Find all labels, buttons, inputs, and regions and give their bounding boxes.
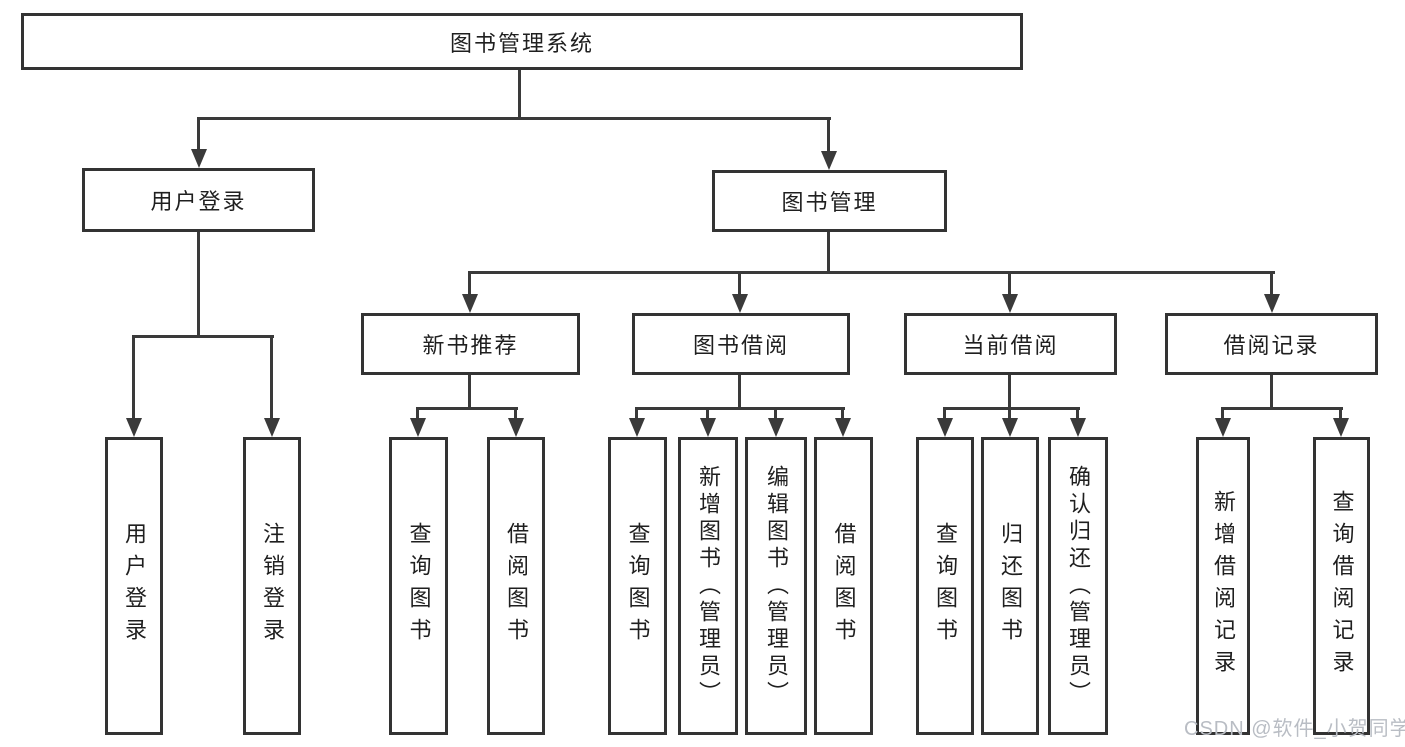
arrowhead-leaf-userlogin	[126, 418, 142, 437]
connector-arrow-bookborrow	[738, 272, 741, 294]
connector-root-drop	[518, 70, 521, 118]
connector-arrow-currentborrow	[1008, 272, 1011, 294]
leaf-return-books: 归还图书	[981, 437, 1039, 735]
leaf-add-borrow-record: 新增借阅记录	[1196, 437, 1250, 735]
node-borrow-records-label: 借阅记录	[1223, 333, 1320, 358]
connector-arrow-addrecord	[1221, 408, 1224, 418]
arrowhead-query3	[937, 418, 953, 437]
leaf-query-books-1-label: 查询图书	[406, 522, 432, 650]
node-root: 图书管理系统	[21, 13, 1023, 70]
connector-currentborrow-rail	[943, 407, 1080, 410]
connector-arrow-leaf-userlogin	[132, 336, 135, 418]
connector-arrow-user-login	[197, 118, 200, 149]
connector-arrow-query2	[635, 408, 638, 418]
connector-arrow-query3	[943, 408, 946, 418]
node-current-borrow: 当前借阅	[904, 313, 1117, 375]
csdn-watermark: CSDN @软件_小贺同学	[1184, 718, 1405, 740]
node-book-management: 图书管理	[712, 170, 947, 232]
arrowhead-query2	[629, 418, 645, 437]
connector-arrow-query1	[416, 408, 419, 418]
arrowhead-borrow1	[508, 418, 524, 437]
arrowhead-bookborrow	[732, 294, 748, 313]
arrowhead-queryrecord	[1333, 418, 1349, 437]
arrowhead-addrecord	[1215, 418, 1231, 437]
leaf-query-books-3: 查询图书	[916, 437, 974, 735]
connector-currentborrow-drop	[1008, 375, 1011, 408]
arrowhead-editbooks	[768, 418, 784, 437]
leaf-edit-books-admin: 编辑图书（管理员）	[745, 437, 807, 735]
leaf-borrow-books-1: 借阅图书	[487, 437, 545, 735]
leaf-query-borrow-record: 查询借阅记录	[1313, 437, 1370, 735]
connector-arrow-book-management	[827, 118, 830, 151]
arrowhead-confirmreturn	[1070, 418, 1086, 437]
leaf-logout-label: 注销登录	[260, 522, 285, 650]
node-new-book-recommend-label: 新书推荐	[422, 333, 519, 358]
arrowhead-query1	[410, 418, 426, 437]
node-new-book-recommend: 新书推荐	[361, 313, 580, 375]
leaf-query-borrow-record-label: 查询借阅记录	[1329, 490, 1355, 682]
connector-newbook-rail	[416, 407, 518, 410]
node-book-management-label: 图书管理	[781, 190, 878, 215]
leaf-query-books-1: 查询图书	[389, 437, 448, 735]
connector-arrow-editbooks	[774, 408, 777, 418]
leaf-borrow-books-2: 借阅图书	[814, 437, 873, 735]
node-current-borrow-label: 当前借阅	[962, 333, 1059, 358]
leaf-user-login-label: 用户登录	[122, 522, 147, 650]
leaf-return-books-label: 归还图书	[998, 522, 1023, 650]
connector-arrow-newbook	[468, 272, 471, 294]
leaf-logout: 注销登录	[243, 437, 301, 735]
connector-arrow-borrowrecords	[1270, 272, 1273, 294]
arrowhead-borrowrecords	[1264, 294, 1280, 313]
connector-newbook-drop	[468, 375, 471, 408]
connector-l2-rail	[468, 271, 1275, 274]
connector-userlogin-rail	[132, 335, 274, 338]
arrowhead-return	[1002, 418, 1018, 437]
arrowhead-currentborrow	[1002, 294, 1018, 313]
arrowhead-newbook	[462, 294, 478, 313]
node-borrow-records: 借阅记录	[1165, 313, 1378, 375]
arrowhead-leaf-logout	[264, 418, 280, 437]
arrowhead-addbooks	[700, 418, 716, 437]
leaf-query-books-3-label: 查询图书	[933, 522, 958, 650]
connector-bookborrow-rail	[635, 407, 845, 410]
connector-userlogin-drop	[197, 232, 200, 336]
leaf-user-login: 用户登录	[105, 437, 163, 735]
leaf-add-borrow-record-label: 新增借阅记录	[1211, 490, 1236, 682]
connector-arrow-queryrecord	[1339, 408, 1342, 418]
node-book-borrow-label: 图书借阅	[692, 333, 789, 358]
leaf-add-books-admin: 新增图书（管理员）	[678, 437, 738, 735]
connector-bookborrow-drop	[738, 375, 741, 408]
leaf-confirm-return-admin: 确认归还（管理员）	[1048, 437, 1108, 735]
connector-borrowrecords-rail	[1221, 407, 1343, 410]
node-user-login: 用户登录	[82, 168, 315, 232]
leaf-borrow-books-1-label: 借阅图书	[504, 522, 529, 650]
connector-arrow-return	[1008, 408, 1011, 418]
node-book-borrow: 图书借阅	[632, 313, 850, 375]
connector-arrow-addbooks	[706, 408, 709, 418]
leaf-query-books-2-label: 查询图书	[625, 522, 651, 650]
connector-bookmgmt-drop	[827, 232, 830, 273]
leaf-query-books-2: 查询图书	[608, 437, 667, 735]
arrowhead-borrow2	[835, 418, 851, 437]
connector-borrowrecords-drop	[1270, 375, 1273, 408]
arrowhead-book-management	[821, 151, 837, 170]
node-root-label: 图书管理系统	[449, 30, 594, 56]
arrowhead-user-login	[191, 149, 207, 168]
connector-arrow-borrow2	[841, 408, 844, 418]
connector-arrow-borrow1	[514, 408, 517, 418]
connector-arrow-confirmreturn	[1076, 408, 1079, 418]
leaf-add-books-admin-label: 新增图书（管理员）	[696, 464, 721, 708]
connector-l1-rail	[197, 117, 831, 120]
leaf-edit-books-admin-label: 编辑图书（管理员）	[764, 464, 789, 708]
node-user-login-label: 用户登录	[150, 189, 247, 214]
leaf-borrow-books-2-label: 借阅图书	[831, 522, 857, 650]
leaf-confirm-return-admin-label: 确认归还（管理员）	[1066, 464, 1091, 708]
connector-arrow-leaf-logout	[270, 336, 273, 418]
